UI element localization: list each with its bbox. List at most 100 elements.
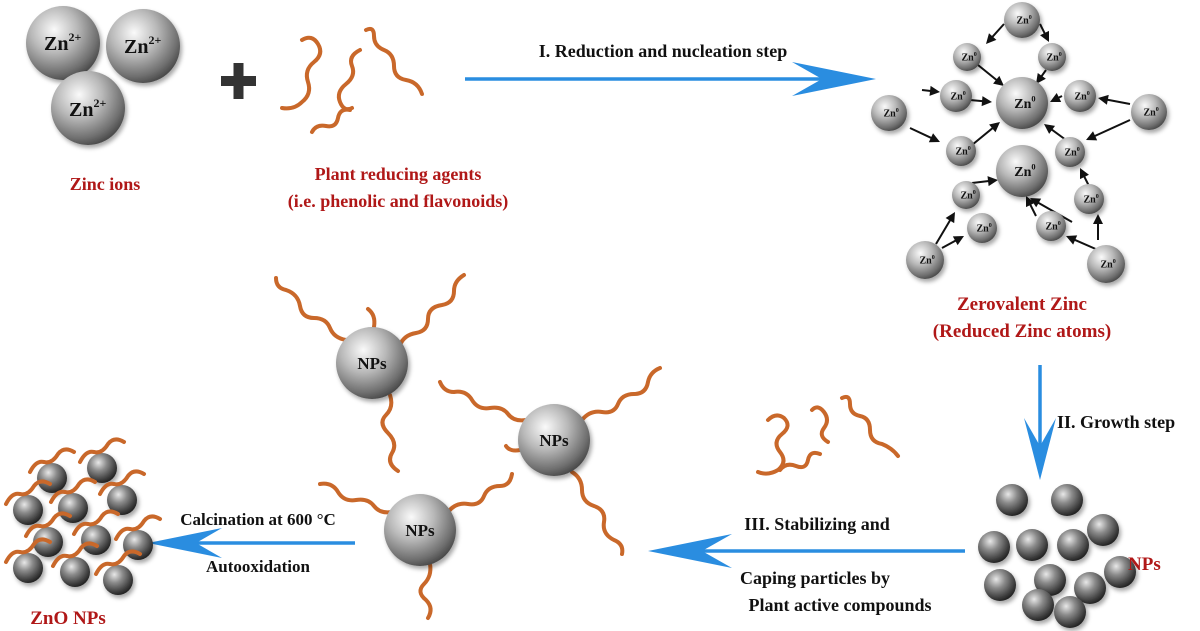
capping-strand bbox=[366, 307, 377, 329]
zno-sphere bbox=[123, 530, 153, 560]
zno-particle bbox=[28, 447, 76, 493]
plant-agents-label-2: (i.e. phenolic and flavonoids) bbox=[288, 191, 509, 212]
zinc-ions-group: Zn2+ Zn2+ Zn2+ bbox=[26, 6, 180, 145]
zno-strand bbox=[98, 469, 146, 496]
zn0-atom: Zn0 bbox=[1087, 245, 1125, 283]
reaction-arrowhead bbox=[1093, 214, 1103, 224]
zno-label: ZnO NPs bbox=[30, 608, 106, 629]
zerovalent-label-1: Zerovalent Zinc bbox=[957, 294, 1087, 315]
reaction-arrowhead bbox=[952, 236, 964, 246]
zno-sphere bbox=[13, 553, 43, 583]
step2-label: II. Growth step bbox=[1057, 412, 1175, 432]
autooxidation-label: Autooxidation bbox=[206, 557, 310, 576]
ion-symbol: Zn2+ bbox=[124, 33, 161, 58]
zn0-sphere bbox=[1074, 184, 1104, 214]
reaction-arrowhead bbox=[1040, 30, 1049, 42]
zinc-ion-3: Zn2+ bbox=[51, 71, 125, 145]
zno-sphere bbox=[37, 463, 67, 493]
nanoparticle bbox=[1016, 529, 1048, 561]
zn0-atom: Zn0 bbox=[1038, 43, 1066, 71]
zno-strand bbox=[4, 479, 52, 506]
zno-strand bbox=[28, 447, 76, 474]
capping-strand bbox=[274, 276, 348, 342]
reaction-arrowhead bbox=[993, 75, 1004, 86]
zn0-symbol: Zn0 bbox=[1101, 259, 1116, 271]
capping-strand bbox=[380, 393, 400, 473]
reaction-arrowhead bbox=[987, 176, 998, 187]
zno-particle bbox=[72, 509, 120, 555]
reaction-arrow bbox=[935, 217, 953, 245]
nanoparticle bbox=[1057, 529, 1089, 561]
np-label: NPs bbox=[539, 431, 569, 450]
reaction-arrow bbox=[971, 125, 996, 146]
capped-nanoparticle: NPs bbox=[274, 273, 466, 473]
zn0-atom: Zn0 bbox=[871, 95, 907, 131]
strand bbox=[810, 405, 830, 444]
reaction-arrow bbox=[1091, 119, 1131, 139]
step3-label-2: Caping particles by bbox=[740, 568, 890, 588]
zn0-sphere bbox=[996, 77, 1048, 129]
reaction-arrowhead bbox=[989, 122, 1000, 133]
zn0-symbol: Zn0 bbox=[1084, 194, 1099, 206]
zn0-sphere bbox=[952, 181, 980, 209]
ion-symbol: Zn2+ bbox=[44, 30, 81, 55]
zno-strand bbox=[4, 537, 52, 564]
capping-strand bbox=[398, 273, 466, 347]
reaction-arrowhead bbox=[1086, 131, 1098, 141]
zno-sphere bbox=[103, 565, 133, 595]
nanoparticle bbox=[1074, 572, 1106, 604]
strand bbox=[310, 107, 352, 134]
reaction-arrowhead bbox=[1066, 235, 1078, 245]
capping-strands bbox=[756, 394, 900, 476]
reaction-arrowhead bbox=[1080, 168, 1089, 180]
zinc-ion-1: Zn2+ bbox=[26, 6, 100, 80]
zno-particle bbox=[78, 437, 126, 483]
zn0-atom: Zn0 bbox=[946, 136, 976, 166]
step2-arrow bbox=[1024, 365, 1056, 480]
step1-arrow bbox=[465, 62, 876, 96]
reaction-arrow bbox=[909, 127, 935, 140]
reaction-arrow bbox=[1072, 237, 1099, 251]
zn0-symbol: Zn0 bbox=[1047, 52, 1062, 64]
nps-right-label: NPs bbox=[1128, 554, 1161, 575]
zno-particle bbox=[98, 469, 146, 515]
zno-particle bbox=[94, 549, 142, 595]
zn0-symbol: Zn0 bbox=[961, 190, 976, 202]
capping-strand bbox=[570, 470, 625, 556]
strand bbox=[336, 48, 362, 112]
reaction-arrowhead bbox=[1026, 196, 1035, 208]
nanoparticle bbox=[1104, 556, 1136, 588]
zno-strand bbox=[114, 514, 162, 541]
zn0-sphere bbox=[1038, 43, 1066, 71]
nanoparticle bbox=[1054, 596, 1086, 628]
nanoparticle bbox=[1087, 514, 1119, 546]
capped-nanoparticle: NPs bbox=[318, 472, 514, 620]
zn0-atom: Zn0 bbox=[1074, 184, 1104, 214]
zn0-atom: Zn0 bbox=[996, 145, 1048, 197]
zn0-sphere bbox=[967, 213, 997, 243]
zno-sphere bbox=[60, 557, 90, 587]
zn0-sphere bbox=[946, 136, 976, 166]
nanoparticle bbox=[978, 531, 1010, 563]
zinc-ion-2: Zn2+ bbox=[106, 9, 180, 83]
calcination-arrow bbox=[148, 528, 355, 558]
zn0-atom: Zn0 bbox=[940, 80, 972, 112]
reaction-arrow bbox=[989, 23, 1005, 40]
zn0-symbol: Zn0 bbox=[884, 108, 899, 120]
zn0-atom: Zn0 bbox=[952, 181, 980, 209]
zno-strand bbox=[24, 511, 72, 538]
zno-strand bbox=[72, 509, 120, 536]
capping-strand bbox=[318, 481, 394, 515]
zno-sphere bbox=[13, 495, 43, 525]
zn0-sphere bbox=[906, 241, 944, 279]
ion-sphere bbox=[106, 9, 180, 83]
reaction-arrowhead bbox=[929, 85, 940, 96]
reaction-arrow bbox=[977, 64, 1000, 83]
zn0-symbol: Zn0 bbox=[1075, 91, 1090, 103]
zn0-symbol: Zn0 bbox=[1144, 107, 1159, 119]
strand bbox=[778, 450, 822, 472]
zno-strand bbox=[51, 541, 99, 568]
zn0-sphere bbox=[1131, 94, 1167, 130]
nanoparticle bbox=[984, 569, 1016, 601]
zn0-symbol: Zn0 bbox=[962, 52, 977, 64]
